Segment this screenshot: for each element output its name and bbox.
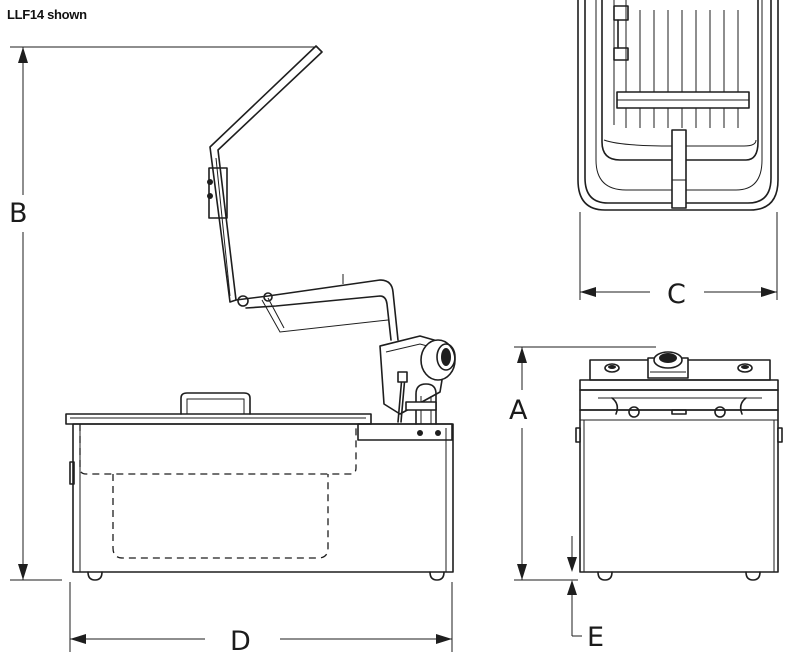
model-caption: LLF14 shown — [7, 7, 87, 22]
dimension-c: C — [579, 212, 778, 310]
dimension-a-label: A — [509, 395, 528, 426]
dimension-e-label: E — [587, 622, 604, 653]
dimension-d-label: D — [230, 626, 251, 657]
dimension-d: D — [69, 582, 453, 657]
control-knob-side — [420, 339, 456, 381]
dimension-b: B — [9, 46, 318, 581]
fryer-body-side — [65, 392, 454, 581]
dimension-b-label: B — [9, 198, 28, 229]
side-view: B D — [9, 45, 456, 657]
control-knob-front — [647, 351, 689, 379]
dimension-e: E — [567, 536, 604, 653]
heating-element-raised — [207, 45, 456, 425]
dimension-a: A — [509, 346, 656, 581]
top-view: C — [577, 0, 779, 310]
front-view: A E — [509, 346, 783, 653]
dimension-c-label: C — [667, 279, 686, 310]
